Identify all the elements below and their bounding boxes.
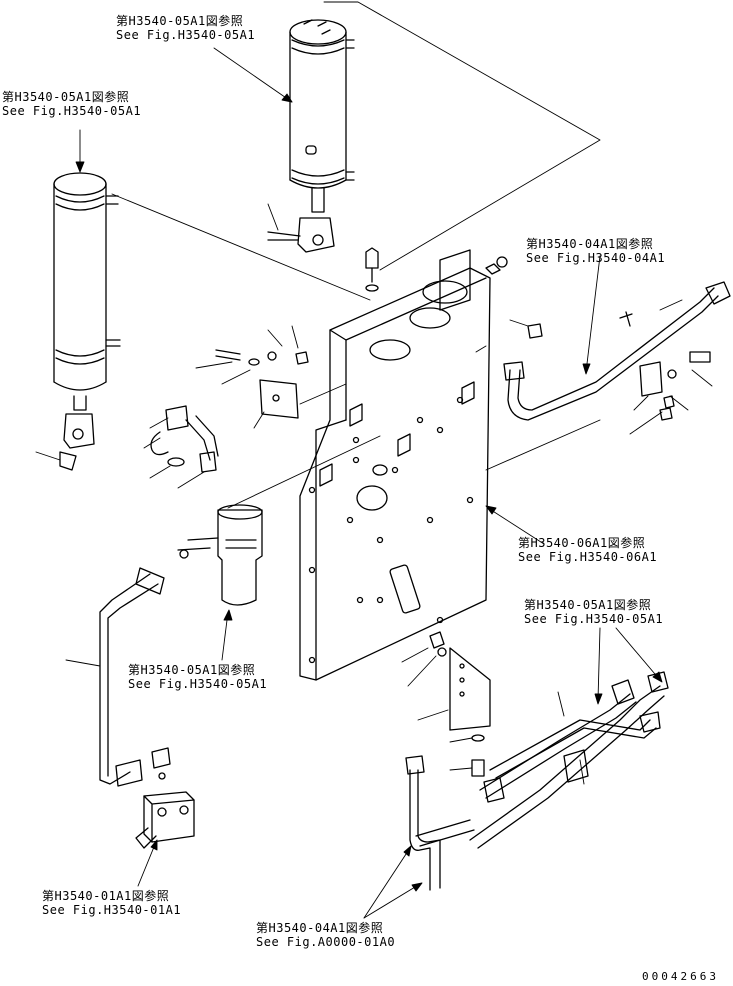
ref-valve-block-jp: 第H3540-01A1図参照 <box>42 889 170 903</box>
ref-right-hoses-jp: 第H3540-05A1図参照 <box>524 598 652 612</box>
upper-right-pipe <box>503 281 731 421</box>
top-accumulator-tank <box>267 19 355 253</box>
ref-filter-jp: 第H3540-05A1図参照 <box>128 663 256 677</box>
ref-bottom-pipes-en: See Fig.A0000-01A0 <box>256 935 396 949</box>
hardware <box>215 247 711 777</box>
ref-bottom-pipes-jp: 第H3540-04A1図参照 <box>256 921 384 935</box>
ref-label-valve-block: 第H3540-01A1図参照 See Fig.H3540-01A1 <box>42 889 181 917</box>
ref-label-right-hoses: 第H3540-05A1図参照 See Fig.H3540-05A1 <box>524 598 663 626</box>
ref-top-tank-jp: 第H3540-05A1図参照 <box>116 14 244 28</box>
mounting-plate <box>299 249 491 681</box>
ref-plate-jp: 第H3540-06A1図参照 <box>518 536 646 550</box>
ref-upper-right-pipe-en: See Fig.H3540-04A1 <box>526 251 666 265</box>
ref-label-left-tank: 第H3540-05A1図参照 See Fig.H3540-05A1 <box>2 90 141 118</box>
ref-valve-block-en: See Fig.H3540-01A1 <box>42 903 182 917</box>
right-hoses <box>469 671 669 849</box>
ref-label-bottom-pipes: 第H3540-04A1図参照 See Fig.A0000-01A0 <box>256 921 395 949</box>
bottom-pipes <box>405 755 475 891</box>
ref-left-tank-en: See Fig.H3540-05A1 <box>2 104 142 118</box>
ref-label-top-tank: 第H3540-05A1図参照 See Fig.H3540-05A1 <box>116 14 255 42</box>
left-accumulator-tank <box>53 172 121 471</box>
ref-label-filter: 第H3540-05A1図参照 See Fig.H3540-05A1 <box>128 663 267 691</box>
ref-upper-right-pipe-jp: 第H3540-04A1図参照 <box>526 237 654 251</box>
left-hose <box>99 567 171 787</box>
ref-top-tank-en: See Fig.H3540-05A1 <box>116 28 256 42</box>
small-fittings <box>150 405 219 473</box>
ref-filter-en: See Fig.H3540-05A1 <box>128 677 268 691</box>
drawing-number: 00042663 <box>642 970 719 983</box>
ref-right-hoses-en: See Fig.H3540-05A1 <box>524 612 664 626</box>
ref-left-tank-jp: 第H3540-05A1図参照 <box>2 90 130 104</box>
ref-label-upper-right-pipe: 第H3540-04A1図参照 See Fig.H3540-04A1 <box>526 237 665 265</box>
valve-block <box>135 791 195 849</box>
ref-plate-en: See Fig.H3540-06A1 <box>518 550 658 564</box>
ref-label-plate: 第H3540-06A1図参照 See Fig.H3540-06A1 <box>518 536 657 564</box>
filter <box>177 504 263 606</box>
leader-lines <box>35 1 713 919</box>
